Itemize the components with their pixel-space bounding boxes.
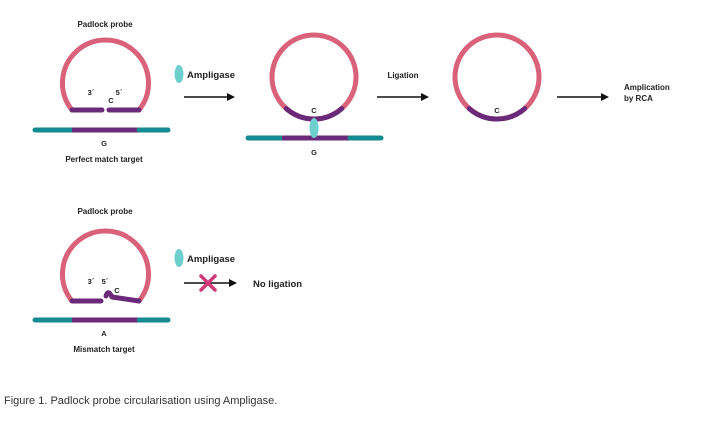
row1-target-label: Perfect match target [65, 155, 143, 164]
row2-target-base: A [101, 329, 107, 338]
row1-circle-arm [466, 106, 528, 122]
row1-step-label: Ligation [387, 71, 418, 80]
row1-final-label-line2: by RCA [624, 94, 653, 103]
row1-ampligase-enzyme-icon [174, 65, 184, 83]
row1-ligated-target-base: G [311, 148, 317, 157]
row1-enzyme-label: Ampligase [187, 70, 235, 81]
row2-end-5prime: 5´ [102, 277, 109, 286]
row1-target-base: G [101, 139, 107, 148]
row1-ligated-probe-base: C [311, 106, 317, 115]
row2-end-3prime: 3´ [88, 277, 95, 286]
row1-end-5prime: 5´ [116, 88, 123, 97]
row1-end-3prime: 3´ [88, 88, 95, 97]
row1-probe-label: Padlock probe [77, 20, 133, 29]
figure-caption: Figure 1. Padlock probe circularisation … [4, 395, 278, 407]
row2-target-label: Mismatch target [73, 345, 135, 354]
row2-probe-arm-5prime-mismatch [103, 290, 142, 304]
row2-probe-base: C [114, 286, 120, 295]
row2-no-ligation-cross-icon [199, 274, 217, 292]
row2-mismatch: Padlock probe 3´ 5´ C A Mismatch target … [32, 207, 302, 354]
row1-padlock-probe [60, 37, 151, 113]
row1-probe-base: C [108, 96, 114, 105]
row2-ampligase-enzyme-icon [174, 249, 184, 267]
row2-enzyme-label: Ampligase [187, 254, 235, 265]
row2-probe-label: Padlock probe [77, 207, 133, 216]
row1-bound-ampligase-icon [309, 118, 319, 138]
row2-result-label: No ligation [253, 279, 302, 290]
row2-padlock-probe [60, 228, 151, 304]
row1-circle-base: C [494, 106, 500, 115]
row1-perfect-match: Padlock probe 3´ 5´ C G Perfect match ta… [32, 20, 670, 164]
row1-final-label-line1: Amplication [624, 83, 670, 92]
